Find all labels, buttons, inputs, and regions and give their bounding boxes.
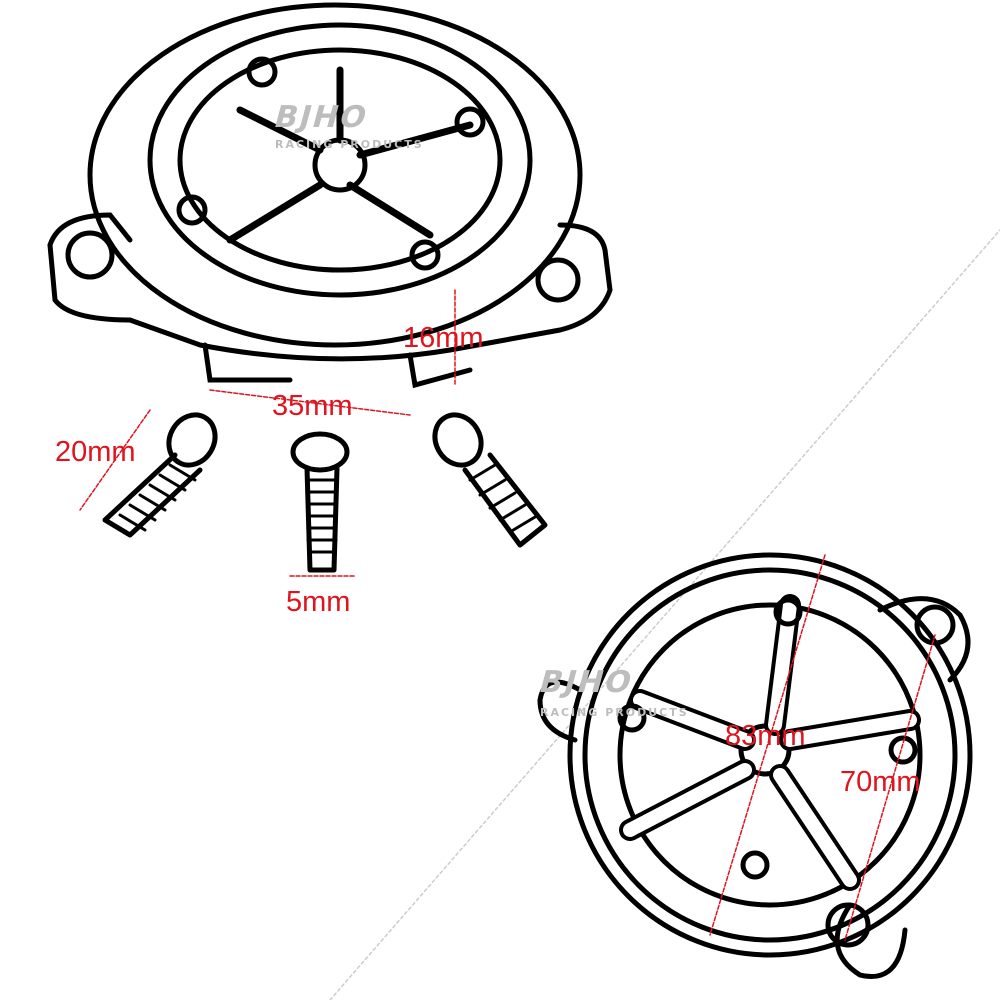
divider-line xyxy=(329,229,1000,1000)
inner-diameter-label: 70mm xyxy=(840,766,921,798)
outer-diameter-label: 83mm xyxy=(725,720,806,752)
bolt-length-label: 20mm xyxy=(55,436,136,468)
bolt-right xyxy=(432,412,548,548)
cover-side-view xyxy=(47,2,613,389)
watermark-logo-2: BJHO xyxy=(535,665,638,700)
watermark-logo: BJHO xyxy=(270,100,373,135)
watermark-tagline-2: RACING PRODUCTS xyxy=(540,706,689,719)
bolt-left xyxy=(102,412,218,538)
bolt-diameter-label: 5mm xyxy=(286,586,351,618)
dimension-lines xyxy=(79,289,936,941)
bolt-middle xyxy=(290,431,350,573)
height-dimension-label: 16mm xyxy=(403,322,484,354)
spacing-dimension-label: 35mm xyxy=(272,390,353,422)
watermark-tagline: RACING PRODUCTS xyxy=(275,138,424,151)
cover-front-view xyxy=(537,552,973,979)
